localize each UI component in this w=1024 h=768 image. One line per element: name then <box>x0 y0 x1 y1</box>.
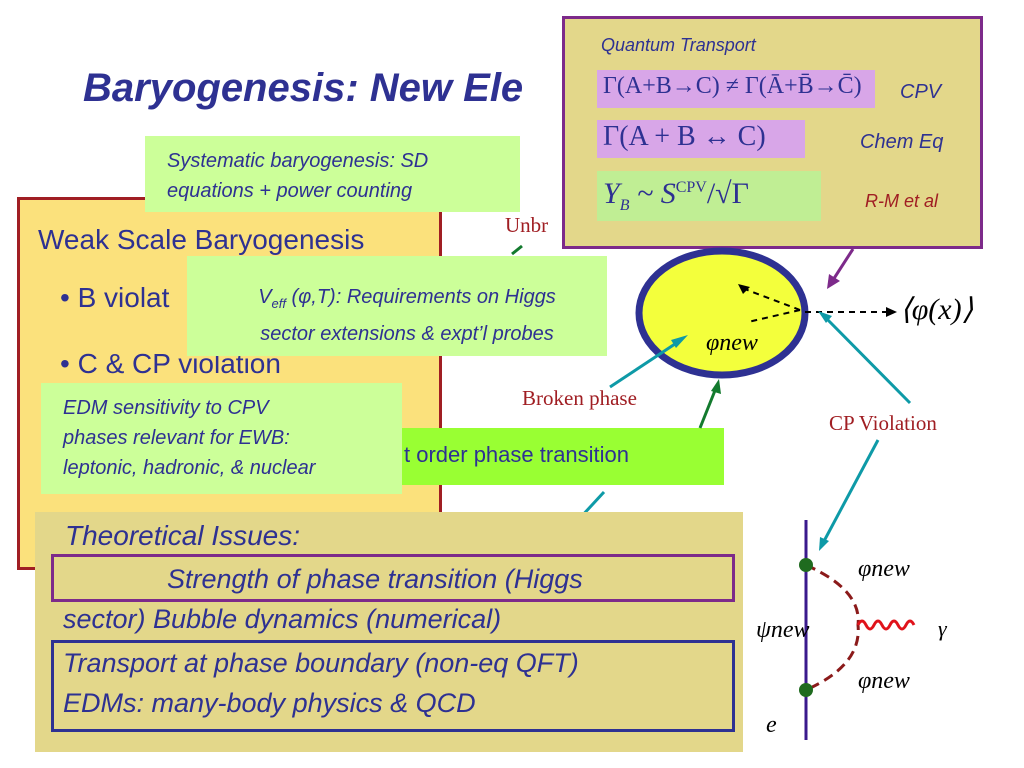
cp-arrowhead-down <box>819 537 829 551</box>
veff-args: (φ,T) <box>286 286 336 308</box>
edm-line2: phases relevant for EWB: <box>63 427 290 449</box>
gamma-label: γ <box>938 616 947 641</box>
chem-eq-highlight <box>597 120 805 158</box>
veff-line2: sector extensions & expt’l probes <box>260 323 554 345</box>
cpv-equation-highlight <box>597 70 875 108</box>
rm-et-al-label: R-M et al <box>865 191 939 211</box>
broken-phase-arrow <box>609 338 682 389</box>
inner-arrowhead <box>738 284 750 294</box>
cpv-equation: Γ(A+B→C) ≠ Γ(Ā+B̄→C̄) <box>603 73 862 99</box>
vev-arrowhead <box>886 307 897 317</box>
edm-line3: leptonic, hadronic, & nuclear <box>63 457 316 479</box>
systematic-line1: Systematic baryogenesis: SD <box>167 150 429 172</box>
cpv-label: CPV <box>900 81 942 103</box>
qt-arrow <box>831 248 855 281</box>
qt-arrowhead <box>827 274 840 289</box>
slide-title: Baryogenesis: New Ele <box>83 66 524 110</box>
veff-symbol: V <box>258 286 272 308</box>
vertex-bottom <box>799 683 813 697</box>
first-order-transition-box: t order phase transition <box>392 428 724 485</box>
unbroken-arrow <box>511 244 523 256</box>
veff-line1: : Requirements on Higgs <box>335 286 556 308</box>
theo-line3: Transport at phase boundary (non-eq QFT) <box>63 648 579 678</box>
theo-line4: EDMs: many-body physics & QCD <box>63 688 476 718</box>
veff-subscript: eff <box>271 296 286 311</box>
edm-sensitivity-note: EDM sensitivity to CPV phases relevant f… <box>41 383 402 494</box>
veff-note: Veff (φ,T): Requirements on Higgs sector… <box>187 256 607 356</box>
cp-arrowhead-up <box>818 311 832 323</box>
yb-equation: YB ~ SCPV/√Γ <box>603 177 749 214</box>
frame-phase-transition <box>51 554 735 602</box>
quantum-transport-heading: Quantum Transport <box>601 35 756 55</box>
dashed-line-b <box>747 309 801 323</box>
theoretical-issues-box: Theoretical Issues: Strength of phase tr… <box>35 512 743 752</box>
unbroken-label: Unbr <box>505 213 549 237</box>
theo-line1: Strength of phase transition (Higgs <box>167 564 583 594</box>
first-order-text: t order phase transition <box>404 442 630 467</box>
quantum-transport-box: Quantum Transport Γ(A+B→C) ≠ Γ(Ā+B̄→C̄) … <box>562 16 983 249</box>
phi-new-bubble-label: φnew <box>706 330 758 356</box>
broken-phase-arrowhead <box>671 335 688 348</box>
chem-eq-equation: Γ(A + B ↔ C) <box>603 121 766 152</box>
phi-new-top-label: φnew <box>858 556 910 582</box>
cp-violation-label: CP Violation <box>829 411 937 435</box>
theo-line2: sector) Bubble dynamics (numerical) <box>63 604 502 634</box>
bullet-b-violation: • B violat <box>60 282 170 313</box>
chem-eq-label: Chem Eq <box>860 131 944 153</box>
vev-label: ⟨φ(x)⟩ <box>900 293 974 326</box>
edm-line1: EDM sensitivity to CPV <box>63 397 269 419</box>
cp-arrow-up <box>822 314 912 405</box>
photon-line <box>856 619 916 631</box>
broken-phase-label: Broken phase <box>522 386 637 410</box>
theoretical-heading: Theoretical Issues: <box>65 520 300 551</box>
electron-label: e <box>766 712 777 738</box>
systematic-line2: equations + power counting <box>167 180 413 202</box>
transition-arrow <box>698 387 718 429</box>
cp-arrow-down <box>821 439 880 544</box>
psi-new-label: ψnew <box>756 617 810 643</box>
systematic-baryogenesis-note: Systematic baryogenesis: SD equations + … <box>145 136 520 212</box>
frame-transport-edm <box>51 640 735 732</box>
scalar-loop <box>805 563 860 692</box>
transition-arrowhead <box>711 379 721 394</box>
weak-scale-heading: Weak Scale Baryogenesis <box>38 224 365 255</box>
phi-new-bottom-label: φnew <box>858 668 910 694</box>
vertex-top <box>799 558 813 572</box>
yb-equation-highlight <box>597 171 821 221</box>
